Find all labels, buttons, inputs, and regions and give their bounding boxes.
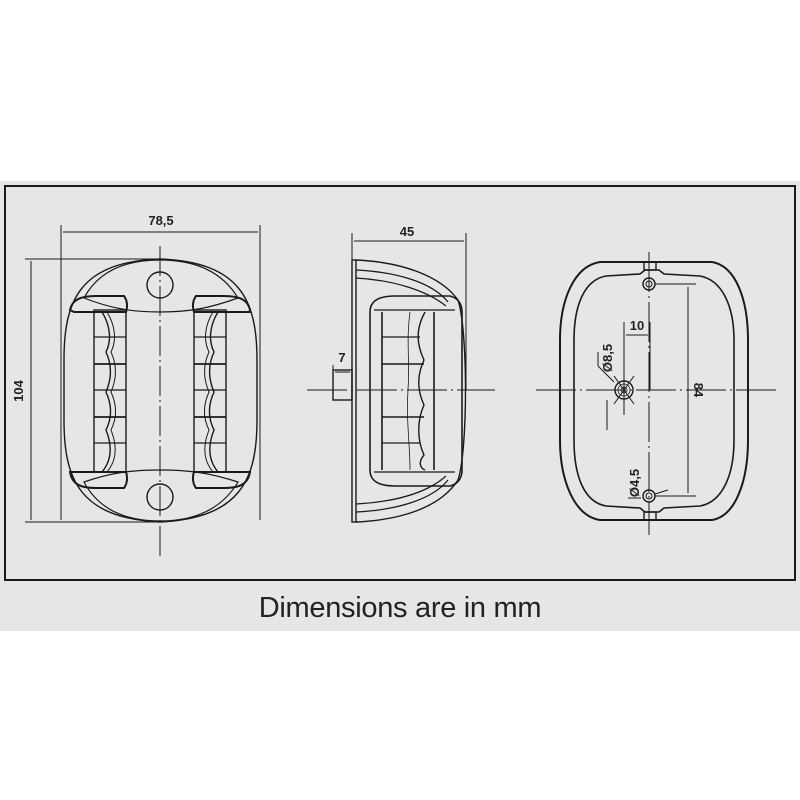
- front-view: [25, 225, 261, 556]
- back-center-hole-label: Ø8,5: [600, 344, 615, 372]
- side-stud-label: 7: [338, 350, 345, 365]
- side-view: [307, 233, 495, 523]
- front-width-label: 78,5: [148, 213, 173, 228]
- units-caption: Dimensions are in mm: [258, 592, 542, 624]
- back-mount-hole-label: Ø4,5: [627, 469, 642, 497]
- drawing-frame: [4, 185, 796, 581]
- side-depth-label: 45: [400, 224, 414, 239]
- back-hole-spacing-label: 84: [691, 383, 706, 398]
- front-height-label: 104: [11, 379, 26, 401]
- back-offset-label: 10: [630, 318, 644, 333]
- back-view: [536, 252, 780, 535]
